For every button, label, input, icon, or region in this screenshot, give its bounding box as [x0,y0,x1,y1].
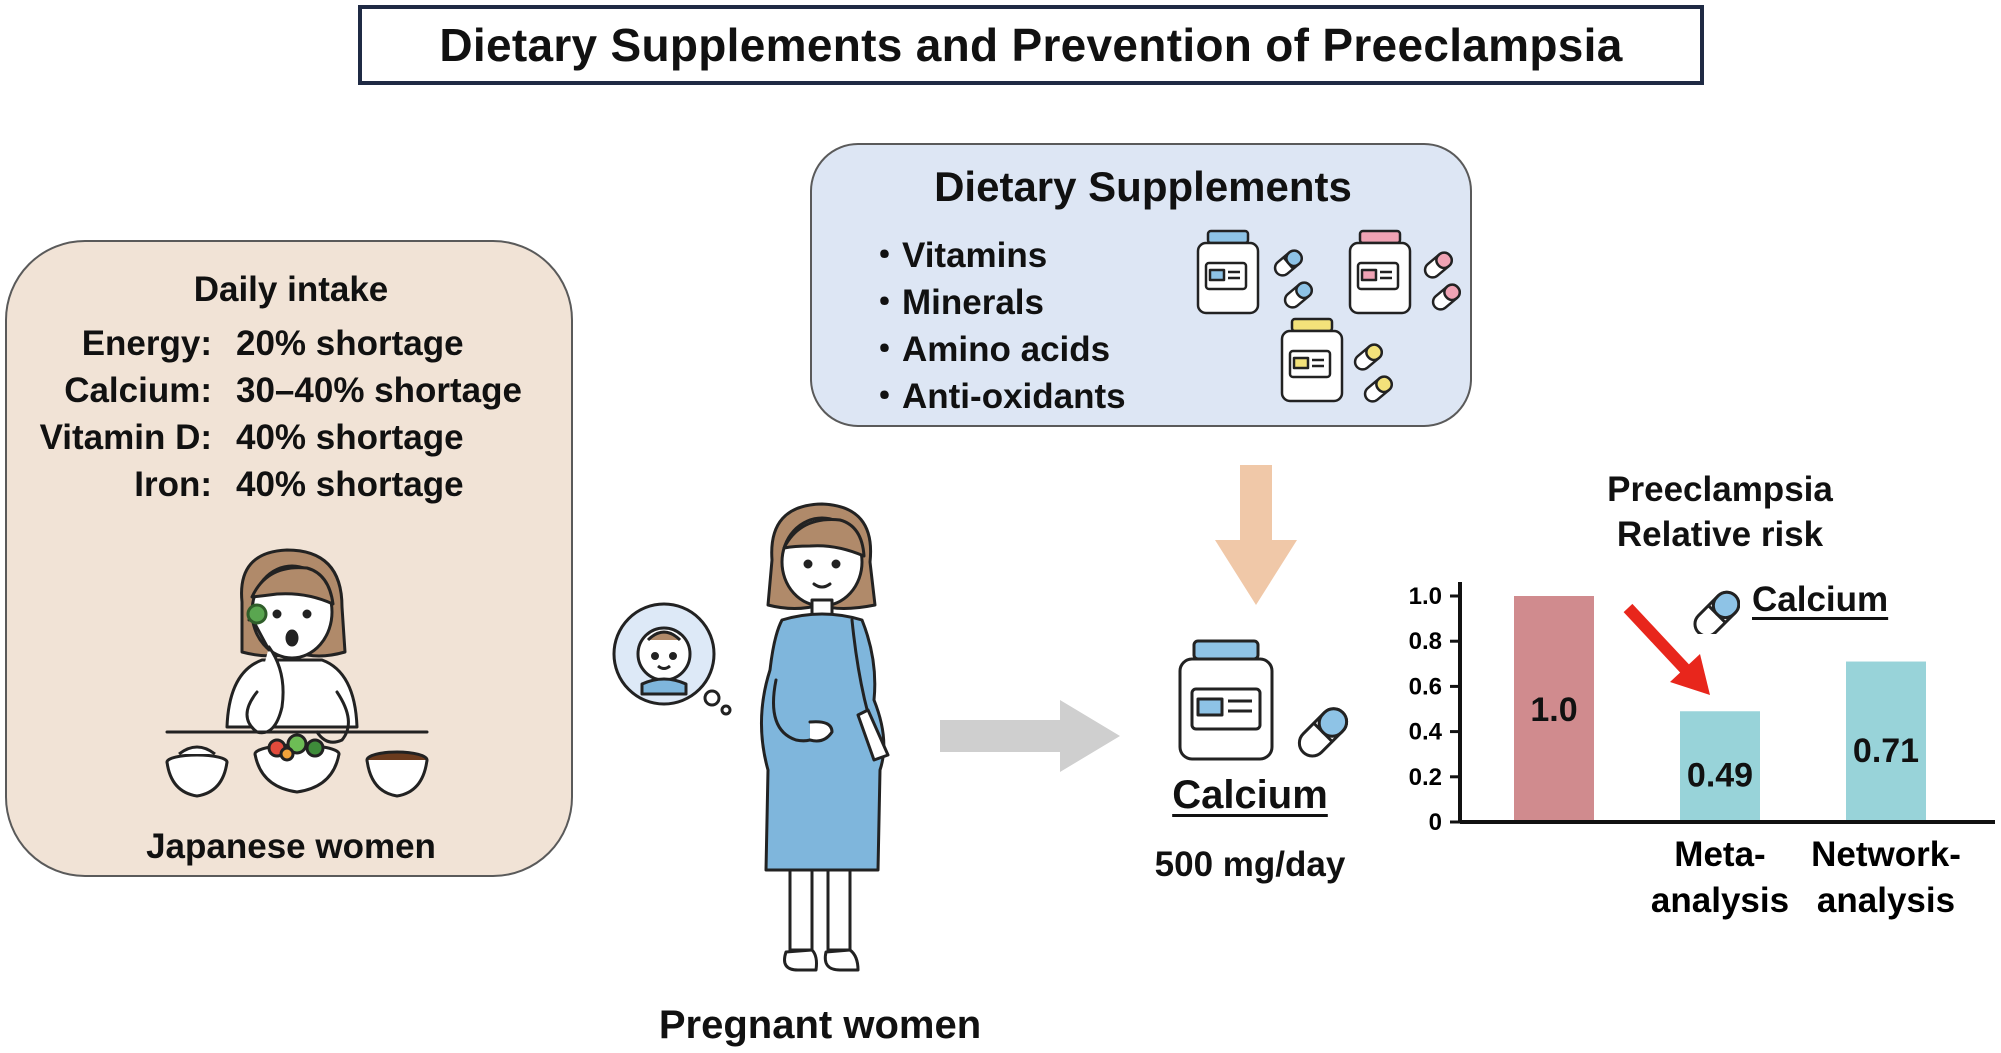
intake-label: Iron: [134,465,212,504]
chart-y-tick-label: 0.8 [1409,628,1442,655]
supplement-item: ・Anti-oxidants [867,377,1126,416]
chart-y-tick-label: 0.4 [1409,719,1443,746]
chart-y-tick-label: 0.2 [1409,764,1442,791]
intake-label: Calcium: [64,371,212,410]
daily-intake-footer: Japanese women [146,827,436,866]
woman-eating-illustration [165,548,429,798]
baby-thought-bubble-icon [612,602,732,716]
chart-bar-value-label: 0.49 [1687,757,1753,795]
daily-intake-panel: Daily intake Energy: 20% shortage Calciu… [5,240,573,877]
calcium-dose: 500 mg/day [1154,845,1346,884]
supplement-item: ・Minerals [867,283,1044,322]
intake-value: 40% shortage [236,465,464,504]
chart-bar [1846,661,1926,822]
chart-category-label: analysis [1651,881,1789,920]
intake-value: 30–40% shortage [236,371,522,410]
chart-title-line: Relative risk [1616,515,1824,554]
supplement-item: ・Vitamins [867,236,1048,275]
pregnant-women-label: Pregnant women [658,1003,982,1047]
intake-value: 40% shortage [236,418,464,457]
calcium-capsule-icon [1693,590,1740,634]
intake-label: Vitamin D: [39,418,212,457]
supplements-heading: Dietary Supplements [934,163,1352,210]
chart-bar-value-label: 0.71 [1853,732,1919,770]
supplement-bottles-icon [1196,229,1462,403]
intake-value: 20% shortage [236,324,464,363]
supplement-item: ・Amino acids [867,330,1111,369]
chart-bar [1514,596,1594,822]
chart-bar [1680,711,1760,822]
chart-title-line: Preeclampsia [1607,470,1833,509]
chart-bar-value-label: 1.0 [1530,691,1577,729]
chart-category-label: analysis [1817,881,1955,920]
supplements-panel: Dietary Supplements ・Vitamins ・Minerals … [810,143,1472,427]
chart-y-tick-label: 1.0 [1409,583,1442,610]
calcium-bottle-icon [1178,639,1349,761]
right-arrow-icon [940,700,1120,772]
intake-label: Energy: [81,324,212,363]
page-title: Dietary Supplements and Prevention of Pr… [439,19,1623,71]
chart-y-tick-label: 0 [1429,809,1442,836]
pregnant-woman-illustration [759,502,890,972]
chart-legend: Calcium [1752,580,1889,619]
chart-y-tick-label: 0.6 [1409,673,1442,700]
daily-intake-heading: Daily intake [193,270,389,309]
red-arrow-icon [1623,603,1710,695]
calcium-label: Calcium [1172,773,1328,817]
chart-title: Preeclampsia Relative risk [1540,470,1900,555]
title-box: Dietary Supplements and Prevention of Pr… [358,5,1704,85]
chart-category-label: Meta- [1674,835,1765,874]
chart-category-label: Network- [1811,835,1961,874]
down-arrow-icon [1215,465,1297,605]
